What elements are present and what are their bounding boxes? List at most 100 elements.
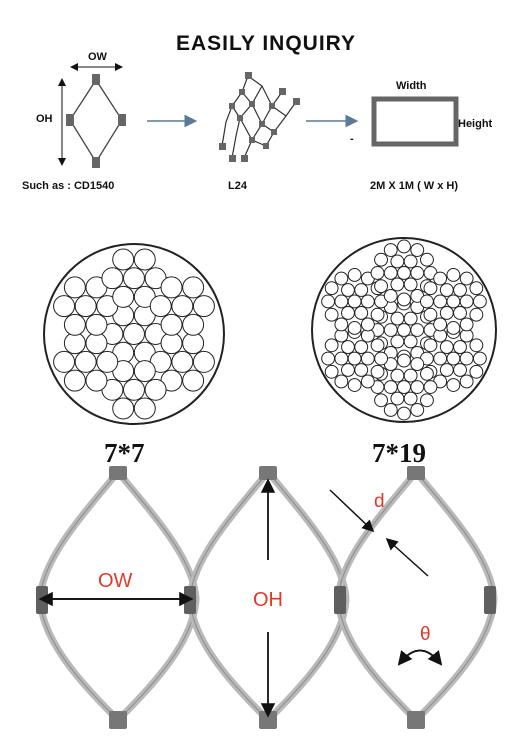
wire-circle <box>360 317 375 332</box>
wire-circle <box>403 254 418 269</box>
wire-circle <box>133 248 156 271</box>
wire-circle <box>472 294 487 309</box>
wire-circle <box>446 351 461 366</box>
ferrule-middle <box>334 586 346 614</box>
wire-circle <box>324 364 339 379</box>
wire-circle <box>397 380 411 394</box>
wire-circle <box>354 340 369 354</box>
wire-circle <box>160 313 183 336</box>
wire-circle <box>433 351 448 366</box>
step3-caption: 2M X 1M ( W x H) <box>370 180 459 192</box>
wire-circle <box>410 403 425 417</box>
step1-caption: Such as : CD1540 <box>22 180 115 192</box>
wire-circle <box>397 353 411 368</box>
cable <box>186 596 267 719</box>
d-label: d <box>374 491 385 512</box>
wire-circle <box>390 391 405 406</box>
ferrule-top <box>109 466 127 480</box>
wire-circle <box>383 288 398 303</box>
wire-circle <box>370 307 385 322</box>
wire-circle <box>341 363 355 377</box>
wire-circle <box>439 340 454 354</box>
wire-circle <box>459 271 474 286</box>
wire-circle <box>85 332 108 355</box>
wire-circle <box>439 363 454 377</box>
wire-circle <box>347 294 362 309</box>
wire-circle <box>446 321 461 335</box>
wire-circle <box>446 294 461 309</box>
wire-circle <box>459 351 474 366</box>
wire-circle <box>360 351 375 366</box>
wire-circle <box>383 243 398 257</box>
frame-icon <box>371 96 459 147</box>
d-arrow-b <box>385 537 429 577</box>
minus-mark: - <box>350 133 354 145</box>
cable-twist <box>272 599 347 716</box>
spec-7x19: 7*19 <box>372 438 426 468</box>
wire-circle <box>347 378 362 392</box>
wire-circle <box>112 248 135 271</box>
wire-circle <box>403 334 418 349</box>
cable <box>36 596 117 719</box>
wire-circle <box>420 366 434 381</box>
page-title: EASILY INQUIRY <box>175 32 357 55</box>
wire-circle <box>53 295 76 318</box>
ferrule-top <box>407 466 425 480</box>
wire-circle <box>144 378 167 401</box>
cable-twist <box>39 599 114 716</box>
wire-circle <box>459 317 474 332</box>
diamond-mesh-icon <box>66 74 126 168</box>
wire-circle <box>63 313 86 336</box>
mesh-oh-label: OH <box>253 589 283 611</box>
wire-circle <box>433 317 448 332</box>
spec-7x7: 7*7 <box>104 438 145 468</box>
wire-circle <box>403 277 418 292</box>
wire-circle <box>341 283 355 297</box>
wire-circle <box>74 295 97 318</box>
wire-circle <box>383 380 398 394</box>
ferrule-middle <box>36 586 48 614</box>
wire-circle <box>334 294 349 309</box>
wire-circle <box>123 267 145 290</box>
wire-circle <box>383 403 398 417</box>
cable-twist <box>420 599 495 716</box>
wire-circle <box>446 268 461 282</box>
cross-section-7x7 <box>43 243 225 425</box>
wire-circle <box>397 292 411 307</box>
wire-circle <box>182 313 205 336</box>
wire-circle <box>410 243 425 257</box>
wire-circle <box>133 397 156 420</box>
wire-circle <box>403 311 418 326</box>
wire-circle <box>446 378 461 392</box>
cable <box>186 474 267 602</box>
cable <box>334 596 415 719</box>
wire-circle <box>472 351 487 366</box>
cable-twist <box>337 477 412 599</box>
wire-circle <box>469 281 484 296</box>
wire-circle <box>360 374 375 389</box>
wire-circle <box>63 369 86 392</box>
wire-circle <box>53 350 76 373</box>
wire-circle <box>354 306 369 320</box>
wire-circle <box>347 321 362 335</box>
wire-circle <box>324 338 339 353</box>
wire-circle <box>374 351 389 366</box>
wire-circle <box>374 252 388 267</box>
wire-circle <box>334 374 349 389</box>
mesh-sketch-ferrules <box>219 72 300 162</box>
wire-circle <box>374 393 388 408</box>
wire-circle <box>334 271 349 286</box>
wire-circle <box>182 276 205 299</box>
wire-circle <box>149 295 172 318</box>
wire-circle <box>439 283 454 297</box>
width-label: Width <box>396 80 427 92</box>
ferrule-bottom <box>109 711 127 729</box>
cable <box>417 596 498 719</box>
ferrule-middle <box>484 586 496 614</box>
wire-circle <box>469 364 484 379</box>
wire-circle <box>112 397 135 420</box>
wire-circle <box>397 406 411 421</box>
wire-circle <box>374 279 388 294</box>
wire-circle <box>347 268 362 282</box>
wire-circle <box>453 306 467 320</box>
